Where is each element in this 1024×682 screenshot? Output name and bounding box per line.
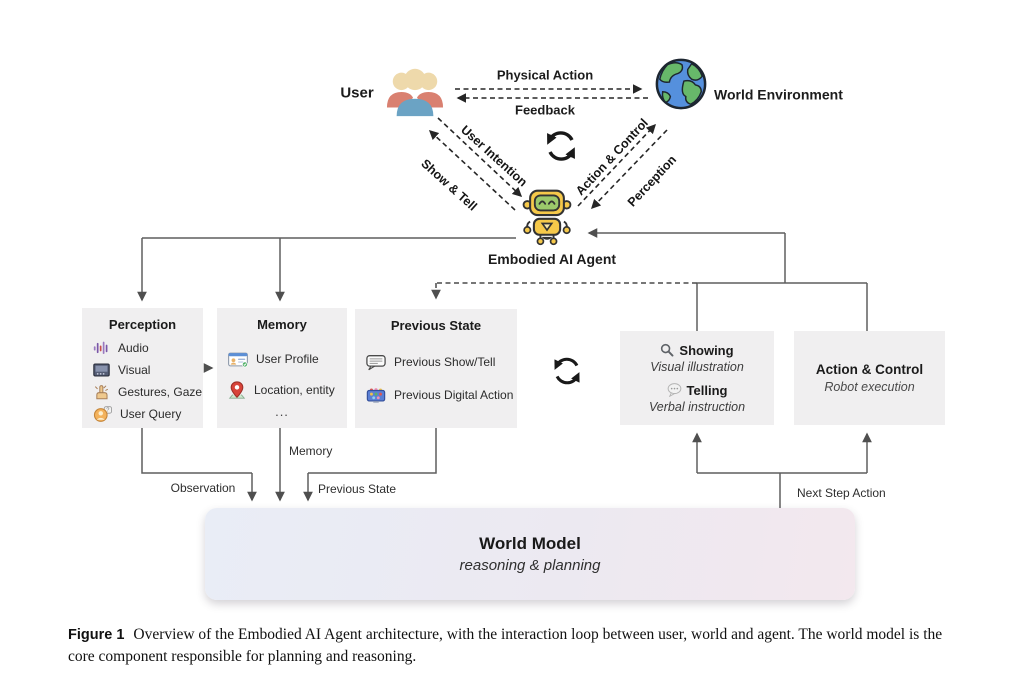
- gestures-icon: [93, 384, 110, 400]
- showing-subtitle: Visual illustration: [650, 360, 744, 374]
- perception-panel: Perception Audio: [82, 308, 203, 428]
- memory-panel-title: Memory: [257, 317, 307, 332]
- users-icon: [386, 66, 444, 118]
- cycle-icon-middle: [549, 353, 585, 389]
- world-model-title: World Model: [479, 534, 581, 553]
- showing-title: Showing: [679, 342, 734, 358]
- audio-icon: [93, 340, 110, 356]
- previous-state-panel-title: Previous State: [390, 318, 482, 333]
- action-control-title: Action & Control: [815, 362, 924, 377]
- physical-action-label: Physical Action: [496, 67, 594, 83]
- digital-action-icon: [366, 387, 386, 404]
- list-item: Previous Digital Action: [355, 383, 517, 407]
- world-model-subtitle: reasoning & planning: [459, 557, 601, 574]
- next-step-action-flow-label: Next Step Action: [797, 486, 886, 500]
- action-control-subtitle: Robot execution: [824, 380, 915, 394]
- cycle-icon-top: [541, 126, 581, 166]
- inputs-to-world-model: [141, 428, 437, 502]
- figure-caption-text: Overview of the Embodied AI Agent archit…: [68, 626, 943, 665]
- telling-title: Telling: [686, 382, 728, 398]
- memory-panel: Memory User Profile: [217, 308, 347, 428]
- location-icon: [228, 381, 246, 399]
- action-control-panel: Action & Control Robot execution: [794, 331, 945, 425]
- memory-flow-label: Memory: [289, 444, 333, 458]
- list-item: Visual: [82, 359, 203, 381]
- observation-flow-label: Observation: [170, 481, 236, 495]
- speech-bubble-icon: [667, 383, 682, 397]
- showing-telling-panel: Showing Visual illustration Telling Verb…: [620, 331, 774, 425]
- perception-panel-title: Perception: [108, 317, 177, 332]
- globe-icon: [654, 57, 708, 111]
- previous-state-panel: Previous State Previous Show/Tell: [355, 309, 517, 428]
- feedback-label: Feedback: [515, 102, 575, 118]
- list-item: User Profile: [217, 347, 347, 371]
- user-world-arrows: [455, 84, 648, 103]
- list-item: Audio: [82, 337, 203, 359]
- visual-icon: [93, 362, 110, 378]
- previous-state-flow-label: Previous State: [318, 482, 397, 496]
- agent-world-arrows: [577, 123, 668, 210]
- telling-row: Telling: [667, 380, 728, 400]
- memory-ellipsis: ...: [275, 404, 289, 419]
- loop-to-previous-state: [431, 282, 697, 300]
- world-model-panel: World Model reasoning & planning: [205, 508, 855, 600]
- list-item: Gestures, Gaze: [82, 381, 203, 403]
- embodied-agent-label: Embodied AI Agent: [487, 251, 617, 267]
- robot-icon: [517, 186, 577, 246]
- output-to-agent-loop: [587, 228, 868, 331]
- user-agent-arrows: [428, 117, 523, 211]
- magnifier-icon: [660, 343, 674, 357]
- user-label: User: [340, 84, 374, 102]
- agent-to-inputs: [137, 237, 516, 373]
- show-tell-icon: [366, 354, 386, 371]
- world-environment-label: World Environment: [714, 86, 843, 103]
- telling-subtitle: Verbal instruction: [648, 400, 746, 414]
- svg-text:?: ?: [106, 408, 109, 414]
- list-item: Location, entity: [217, 378, 347, 402]
- figure-caption-tag: Figure 1: [68, 627, 125, 643]
- showing-row: Showing: [660, 340, 734, 360]
- user-profile-icon: [228, 351, 248, 368]
- list-item: ? User Query: [82, 403, 203, 425]
- world-model-to-outputs: [692, 432, 872, 508]
- user-query-icon: ?: [93, 406, 112, 422]
- list-item: Previous Show/Tell: [355, 350, 517, 374]
